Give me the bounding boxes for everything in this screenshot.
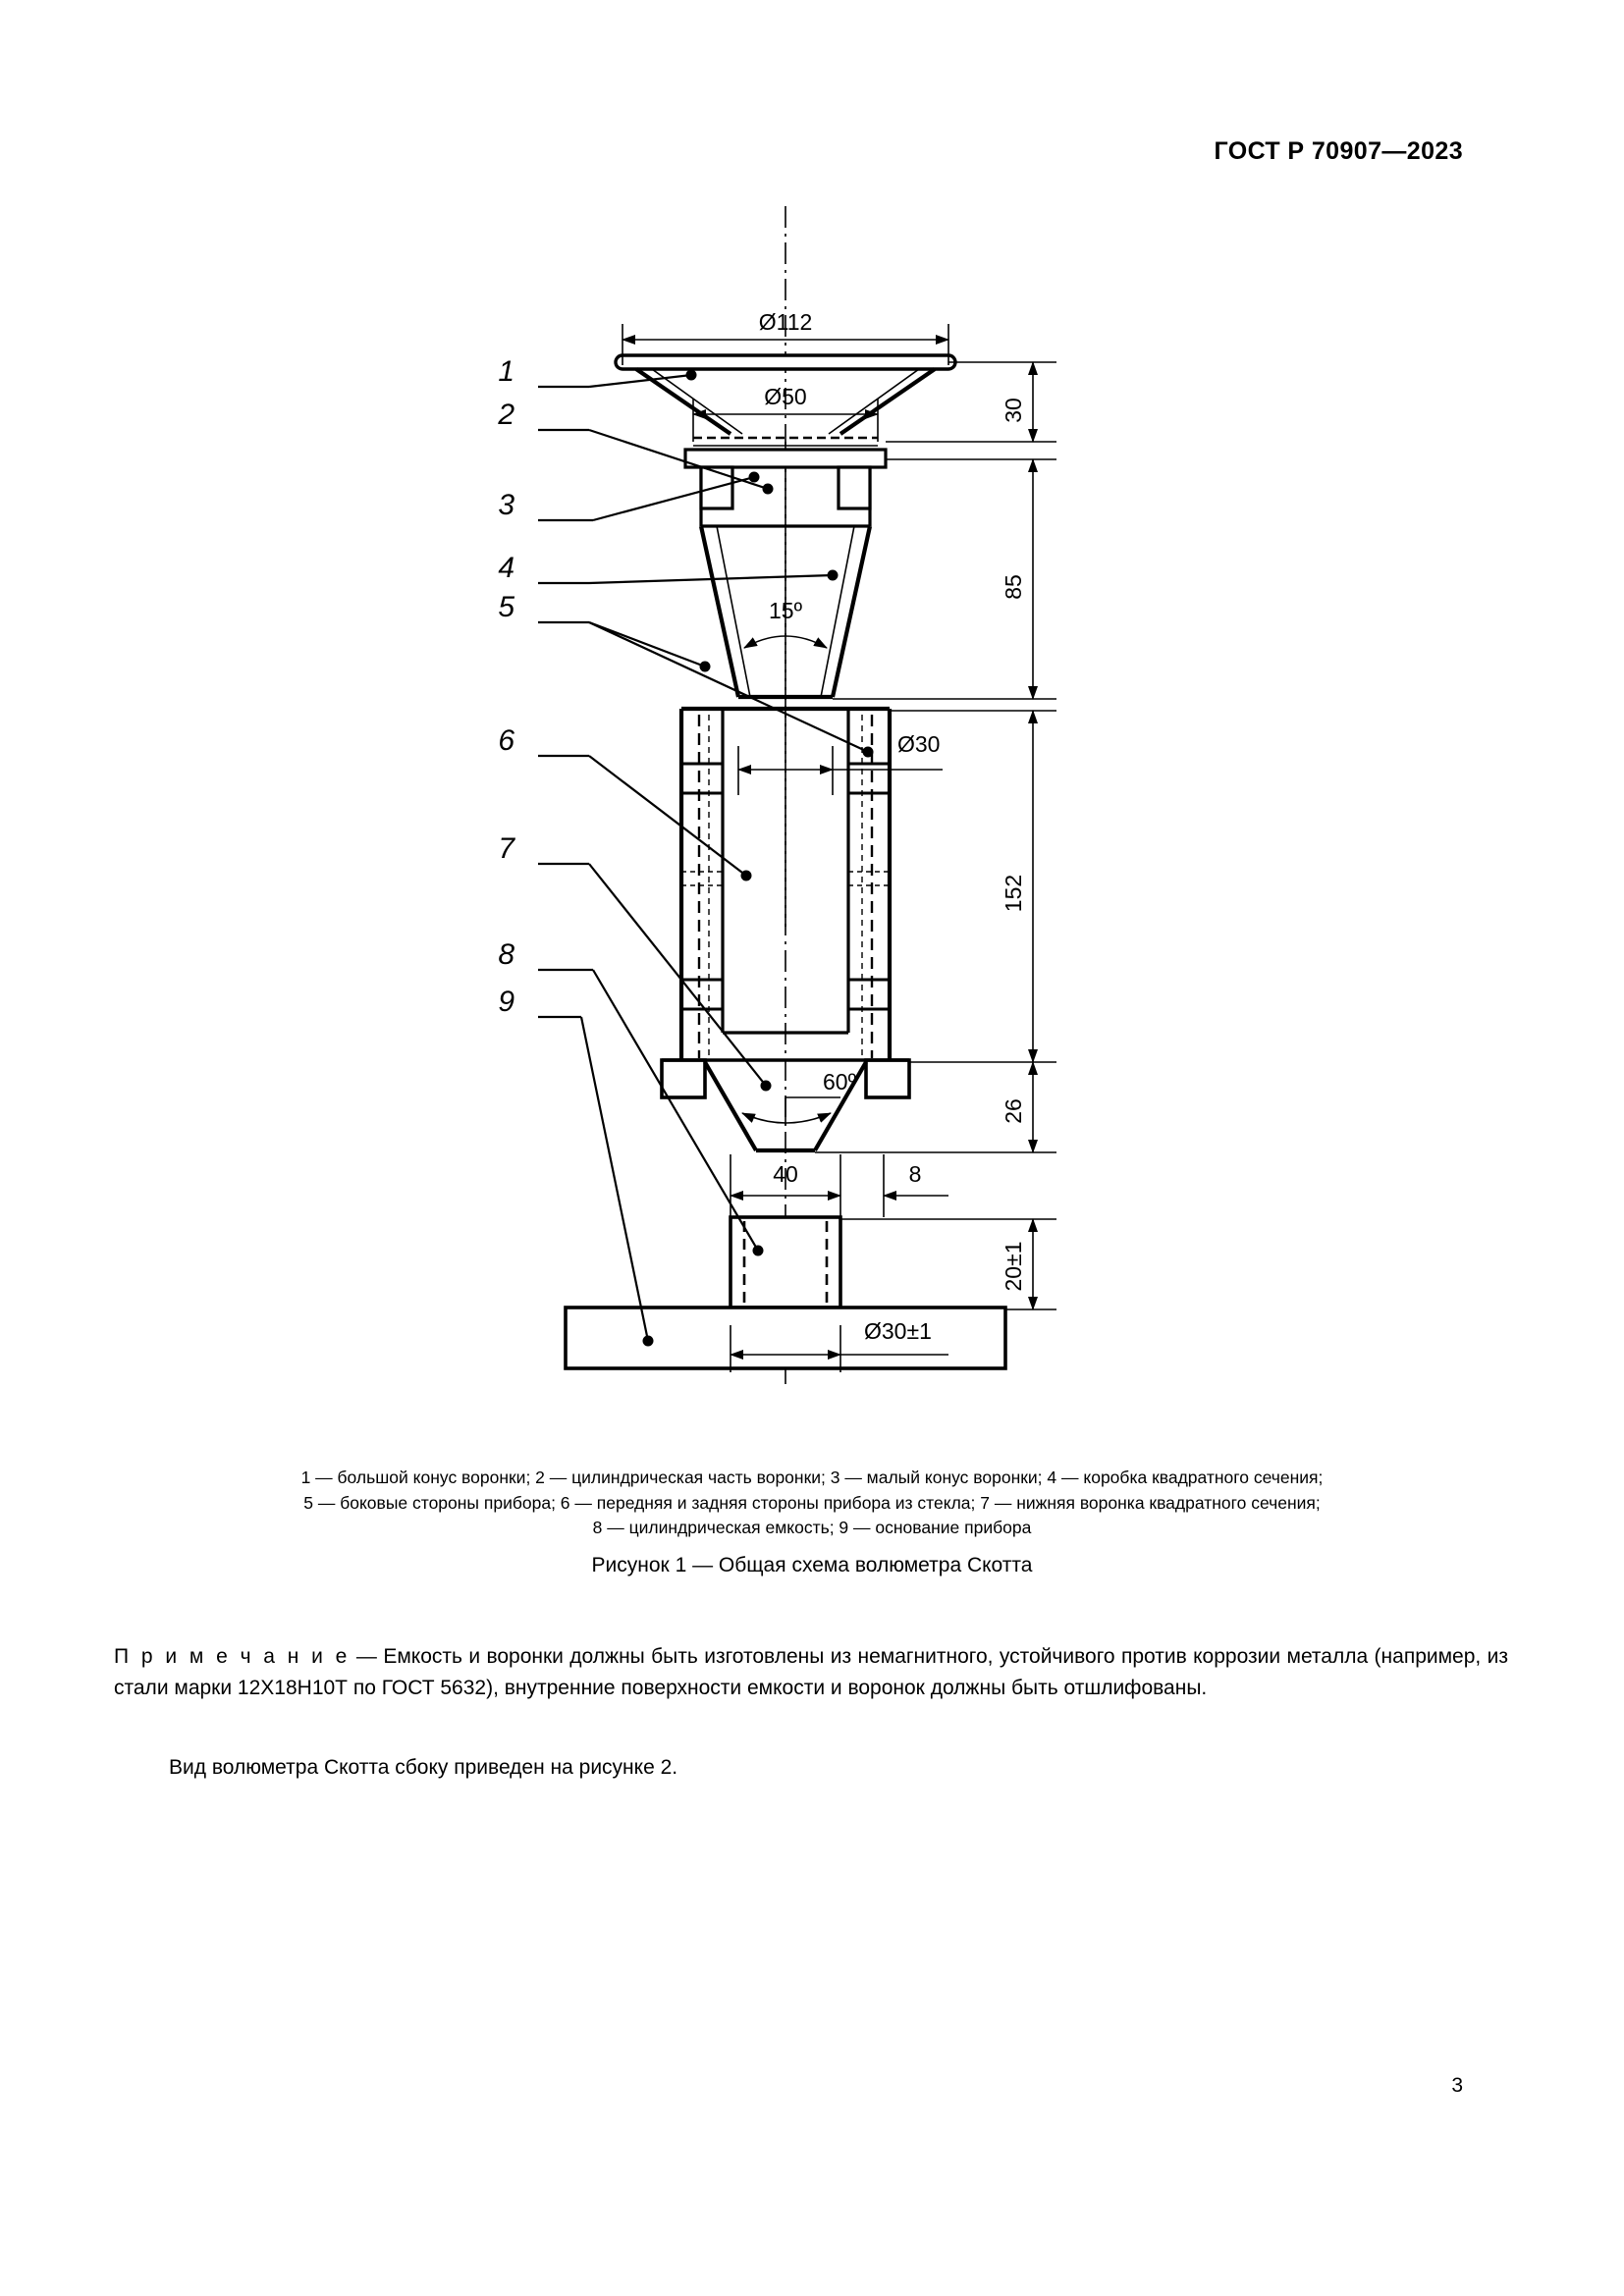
- standard-number-header: ГОСТ Р 70907—2023: [1214, 137, 1463, 165]
- legend-line-2: 5 — боковые стороны прибора; 6 — передня…: [303, 1492, 1321, 1513]
- callout-number-6: 6: [498, 724, 514, 757]
- dim-label-angle15: 15º: [769, 598, 803, 623]
- dim-label-d30: Ø30: [897, 731, 940, 757]
- dim-label-h30: 30: [1001, 398, 1026, 423]
- dim-label-angle60: 60º: [823, 1069, 857, 1095]
- small-cone-right-inner: [820, 525, 855, 698]
- small-cone-left-outer: [698, 525, 741, 698]
- dim-label-w8: 8: [909, 1161, 922, 1187]
- dimension-d30-tolerance: [730, 1325, 948, 1372]
- dim-label-h20: 20±1: [1001, 1242, 1026, 1292]
- dimension-d112: [622, 324, 949, 365]
- dim-label-d50: Ø50: [764, 384, 806, 409]
- dim-label-d112: Ø112: [759, 309, 813, 335]
- small-cone-right-outer: [830, 525, 873, 698]
- callout-number-7: 7: [498, 832, 515, 865]
- note-lead-label: П р и м е ч а н и е: [114, 1645, 351, 1668]
- callout-number-4: 4: [498, 552, 514, 584]
- body-paragraph: Вид волюметра Скотта сбоку приведен на р…: [169, 1756, 678, 1779]
- note-block: П р и м е ч а н и е — Емкость и воронки …: [114, 1641, 1508, 1704]
- figure-1-scott-volumeter-diagram: Ø112 Ø50 30 85 15º Ø30 152 60º 26 40 8 2…: [0, 147, 1624, 1443]
- callout-number-9: 9: [498, 986, 514, 1018]
- page-number: 3: [1451, 2074, 1463, 2097]
- callout-dots: [642, 369, 874, 1347]
- funnel-cone-right: [839, 367, 937, 436]
- callout-number-3: 3: [498, 489, 514, 521]
- funnel-cone-left-inner: [651, 368, 743, 435]
- figure-legend: 1 — большой конус воронки; 2 — цилиндрич…: [102, 1466, 1522, 1541]
- scott-volumeter-drawing: Ø112 Ø50 30 85 15º Ø30 152 60º 26 40 8 2…: [497, 206, 1056, 1384]
- note-dash: —: [350, 1645, 384, 1668]
- funnel-rim: [614, 353, 957, 371]
- lower-funnel-flange-right: [864, 1058, 911, 1099]
- legend-line-3: 8 — цилиндрическая емкость; 9 — основани…: [592, 1518, 1032, 1537]
- box-side-joints-mid: [681, 871, 890, 886]
- cylinder-flange: [683, 448, 888, 469]
- note-text: Емкость и воронки должны быть изготовлен…: [114, 1645, 1508, 1699]
- dim-label-h152: 152: [1001, 875, 1026, 912]
- dim-label-d30-tolerance: Ø30±1: [864, 1318, 932, 1344]
- dim-label-w40: 40: [773, 1161, 798, 1187]
- callout-number-1: 1: [498, 355, 514, 388]
- callout-number-2: 2: [497, 399, 514, 431]
- dim-label-h26: 26: [1001, 1098, 1026, 1124]
- lower-funnel-wall-right: [813, 1060, 868, 1152]
- dimension-w40-w8: [730, 1154, 948, 1237]
- dimension-angle-15: [743, 635, 828, 649]
- box-side-joints: [681, 762, 890, 1011]
- figure-caption: Рисунок 1 — Общая схема волюметра Скотта: [591, 1554, 1033, 1576]
- lower-funnel-flange-left: [660, 1058, 707, 1099]
- lower-funnel-wall-left: [703, 1060, 758, 1152]
- small-cone-left-inner: [716, 525, 751, 698]
- callout-leader-lines: [538, 373, 869, 1342]
- dimension-angle-60: [741, 1096, 840, 1125]
- dimension-d50: [692, 399, 879, 442]
- funnel-cone-right-inner: [828, 368, 920, 435]
- dim-label-h85: 85: [1001, 574, 1026, 600]
- callout-number-8: 8: [498, 938, 514, 971]
- callout-number-5: 5: [498, 591, 514, 623]
- legend-line-1: 1 — большой конус воронки; 2 — цилиндрич…: [300, 1468, 1324, 1487]
- dimension-d30: [737, 746, 943, 795]
- cylinder-tab-right: [837, 465, 872, 510]
- base-plate: [564, 1306, 1007, 1370]
